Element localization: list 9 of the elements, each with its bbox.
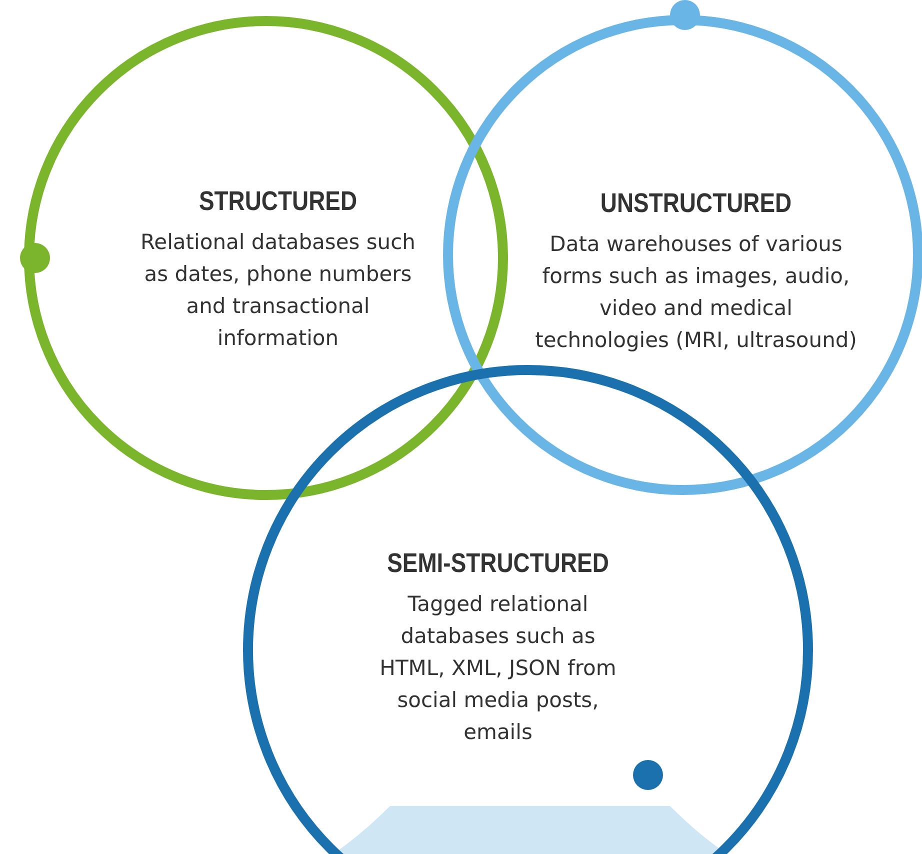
circle-description: Data warehouses of various forms such as images, audio, video and medical technologies (MRI, ultrasound)	[534, 231, 858, 354]
circle-heading: UNSTRUCTURED	[600, 188, 792, 219]
circle-description: Relational databases such as dates, phone numbers and transactional information	[140, 229, 416, 352]
circle-heading: STRUCTURED	[198, 186, 358, 217]
venn-circle	[443, 15, 922, 495]
circle-heading: SEMI-STRUCTURED	[387, 548, 609, 579]
venn-circle	[24, 16, 508, 500]
circle-description: Tagged relational databases such as HTML, XML, JSON from social media posts, emails	[378, 591, 618, 746]
venn-circle	[243, 365, 813, 854]
